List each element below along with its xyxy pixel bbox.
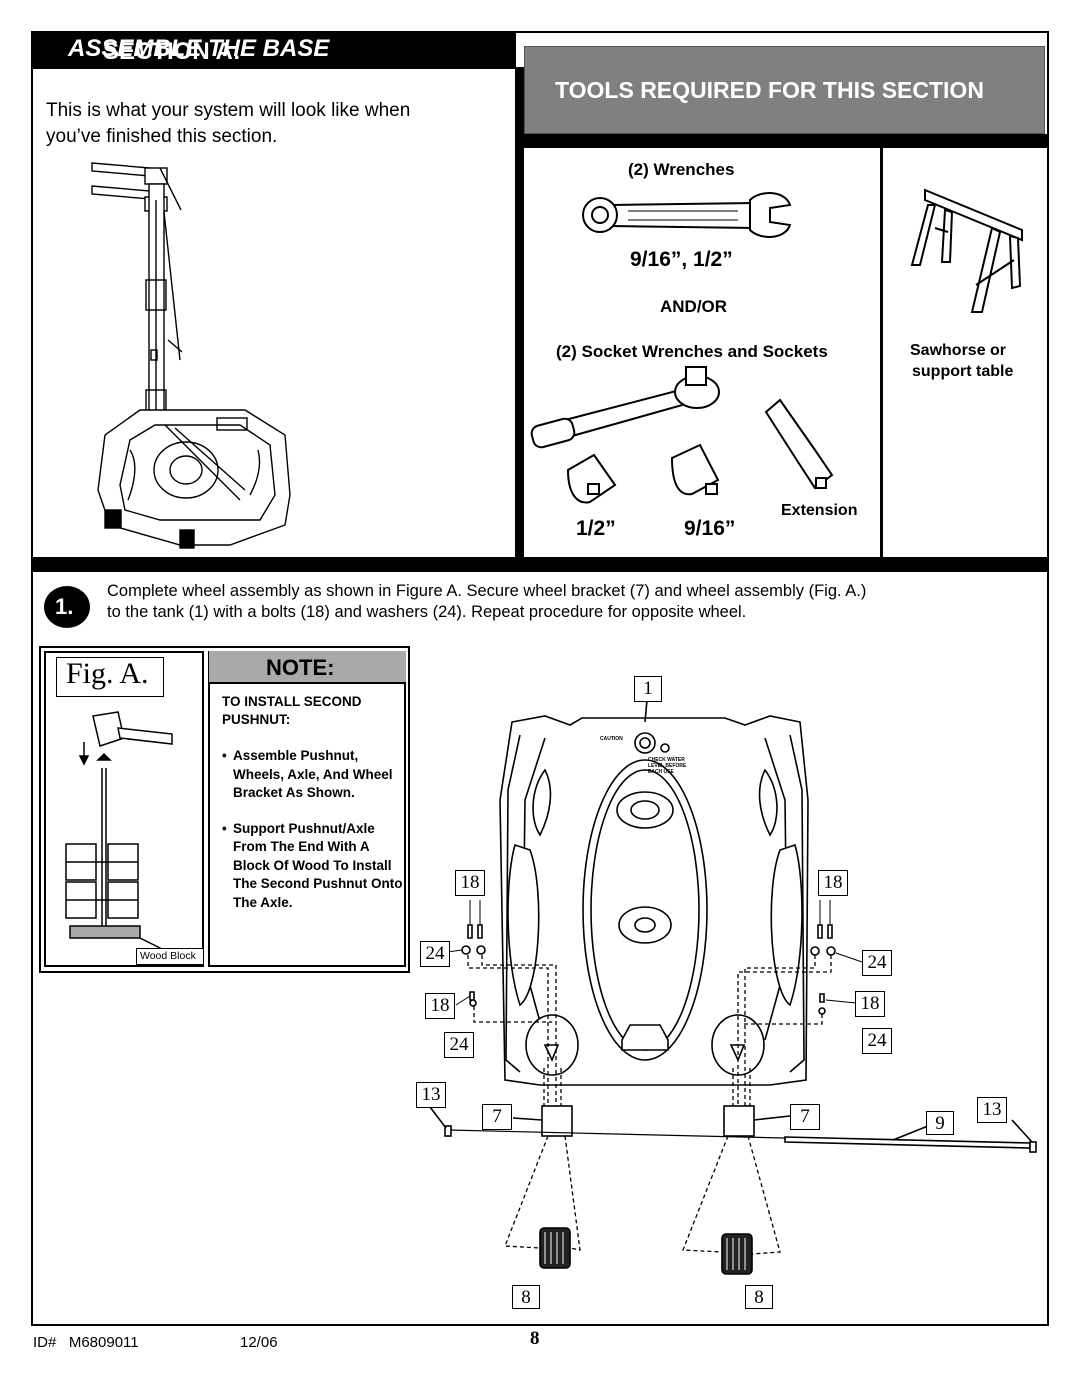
step-text-line-2: to the tank (1) with a bolts (18) and wa… [107, 603, 747, 621]
sawhorse-label-1: Sawhorse or [910, 342, 1007, 359]
callout-pushnut-right: 13 [977, 1097, 1007, 1123]
note-item-text: Support Pushnut/Axle From The End With A… [233, 820, 403, 910]
callout-bolt-lower-right: 18 [855, 991, 885, 1017]
callout-washer-lower-left: 24 [444, 1032, 474, 1058]
figure-note-panel [39, 646, 410, 973]
section-header: SECTION A: ASSEMBLE THE BASE [33, 32, 516, 69]
tools-head-bottom-bar [520, 134, 1049, 148]
note-item: •Assemble Pushnut, Wheels, Axle, And Whe… [222, 747, 406, 803]
callout-axle: 9 [926, 1111, 954, 1135]
figure-inner-frame [44, 651, 204, 967]
top-section-divider [31, 557, 1049, 572]
callout-bracket-right: 7 [790, 1104, 820, 1130]
tools-header: TOOLS REQUIRED FOR THIS SECTION [524, 46, 1045, 134]
extension-label: Extension [781, 502, 858, 519]
tools-title: TOOLS REQUIRED FOR THIS SECTION [555, 77, 984, 103]
note-heading-line-1: TO INSTALL SECOND [222, 694, 362, 709]
footer-document-id: ID# M6809011 [33, 1334, 139, 1351]
tools-left-divider [515, 67, 524, 559]
intro-line-1: This is what your system will look like … [46, 100, 411, 121]
wrenches-label: (2) Wrenches [628, 160, 735, 179]
section-title-italic: ASSEMBLE THE BASE [68, 35, 330, 62]
wrench-sizes: 9/16”, 1/2” [630, 248, 733, 271]
and-or-label: AND/OR [660, 297, 728, 316]
callout-bracket-left: 7 [482, 1104, 512, 1130]
section-title: SECTION A: [103, 38, 241, 65]
note-item: •Support Pushnut/Axle From The End With … [222, 820, 406, 913]
wood-block-label-box [136, 948, 204, 965]
step-text-line-1: Complete wheel assembly as shown in Figu… [107, 582, 867, 600]
callout-bolt-upper-left: 18 [455, 870, 485, 896]
note-list: •Assemble Pushnut, Wheels, Axle, And Whe… [222, 747, 406, 929]
socket-wrench-label: (2) Socket Wrenches and Sockets [556, 342, 828, 361]
callout-washer-right: 24 [862, 950, 892, 976]
sawhorse-label-2: support table [912, 363, 1014, 380]
step-number: 1. [55, 594, 74, 619]
callout-bolt-lower-left: 18 [425, 993, 455, 1019]
wood-block-label: Wood Block [140, 950, 196, 962]
step-number-badge [44, 586, 90, 628]
callout-wheel-left: 8 [512, 1285, 540, 1309]
intro-line-2: you’ve finished this section. [46, 126, 278, 147]
tools-inner-divider [880, 148, 883, 558]
footer-date: 12/06 [240, 1334, 278, 1351]
note-item-text: Assemble Pushnut, Wheels, Axle, And Whee… [233, 748, 393, 800]
note-title-bar [209, 651, 406, 684]
callout-tank: 1 [634, 676, 662, 702]
callout-washer-lower-right: 24 [862, 1028, 892, 1054]
callout-bolt-upper-right: 18 [818, 870, 848, 896]
callout-pushnut-left: 13 [416, 1082, 446, 1108]
socket-size-half: 1/2” [576, 517, 616, 540]
callout-wheel-right: 8 [745, 1285, 773, 1309]
tank-check-water-label: CHECK WATER LEVEL BEFORE EACH USE [648, 757, 687, 775]
figure-title-box [56, 657, 164, 697]
page-frame [31, 31, 1049, 1326]
page-number: 8 [530, 1328, 540, 1349]
note-heading-line-2: PUSHNUT: [222, 712, 291, 727]
callout-washer-left: 24 [420, 941, 450, 967]
note-title: NOTE: [266, 655, 335, 680]
socket-size-nine-sixteenths: 9/16” [684, 517, 736, 540]
tank-caution-label: CAUTION [600, 736, 623, 742]
figure-title: Fig. A. [66, 657, 149, 690]
